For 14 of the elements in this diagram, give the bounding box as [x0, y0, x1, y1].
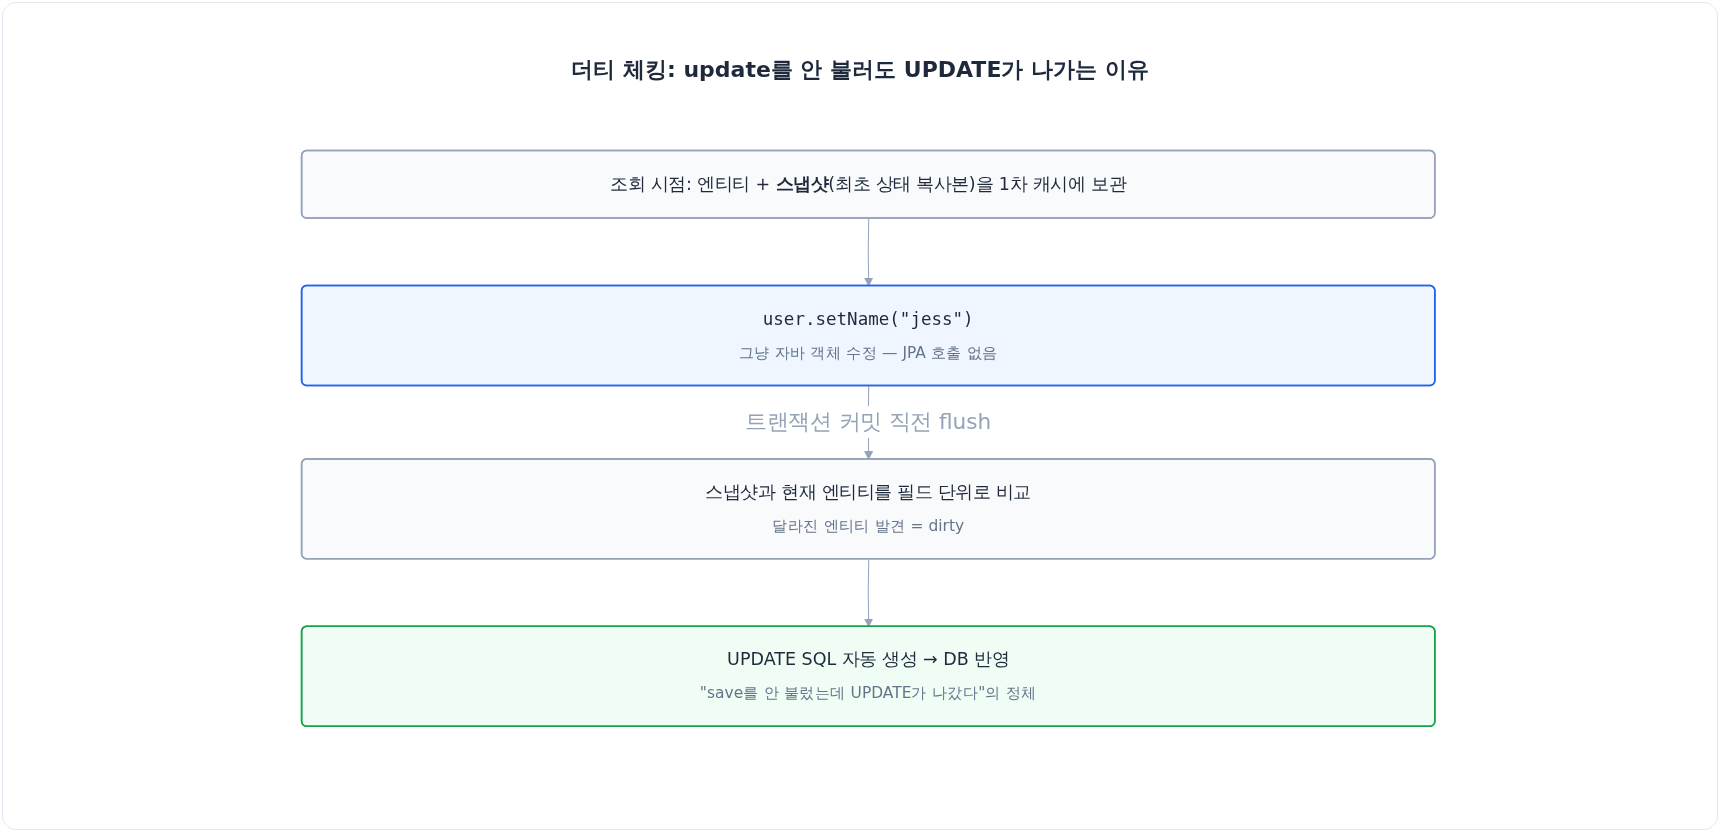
- process-box: [300, 625, 1436, 727]
- process-box: [300, 149, 1436, 219]
- code-text: user.setName("jess"): [762, 308, 974, 329]
- step-text: 스냅샷과 현재 엔티티를 필드 단위로 비교: [705, 481, 1031, 503]
- step-note: 달라진 엔티티 발견 = dirty: [772, 515, 965, 537]
- process-box: [300, 284, 1436, 387]
- step-note: "save를 안 불렀는데 UPDATE가 나갔다"의 정체: [699, 682, 1037, 704]
- arrow: [864, 218, 874, 287]
- step-text: 조회 시점: 엔티티 + 스냅샷(최초 상태 복사본)을 1차 캐시에 보관: [610, 173, 1127, 194]
- diagram-title: 더티 체킹: update를 안 불러도 UPDATE가 나가는 이유: [571, 56, 1149, 84]
- step-text: UPDATE SQL 자동 생성 → DB 반영: [727, 648, 1010, 670]
- arrow: [864, 558, 874, 628]
- step-note: 그냥 자바 객체 수정 — JPA 호출 없음: [738, 341, 998, 364]
- process-box: [300, 458, 1436, 560]
